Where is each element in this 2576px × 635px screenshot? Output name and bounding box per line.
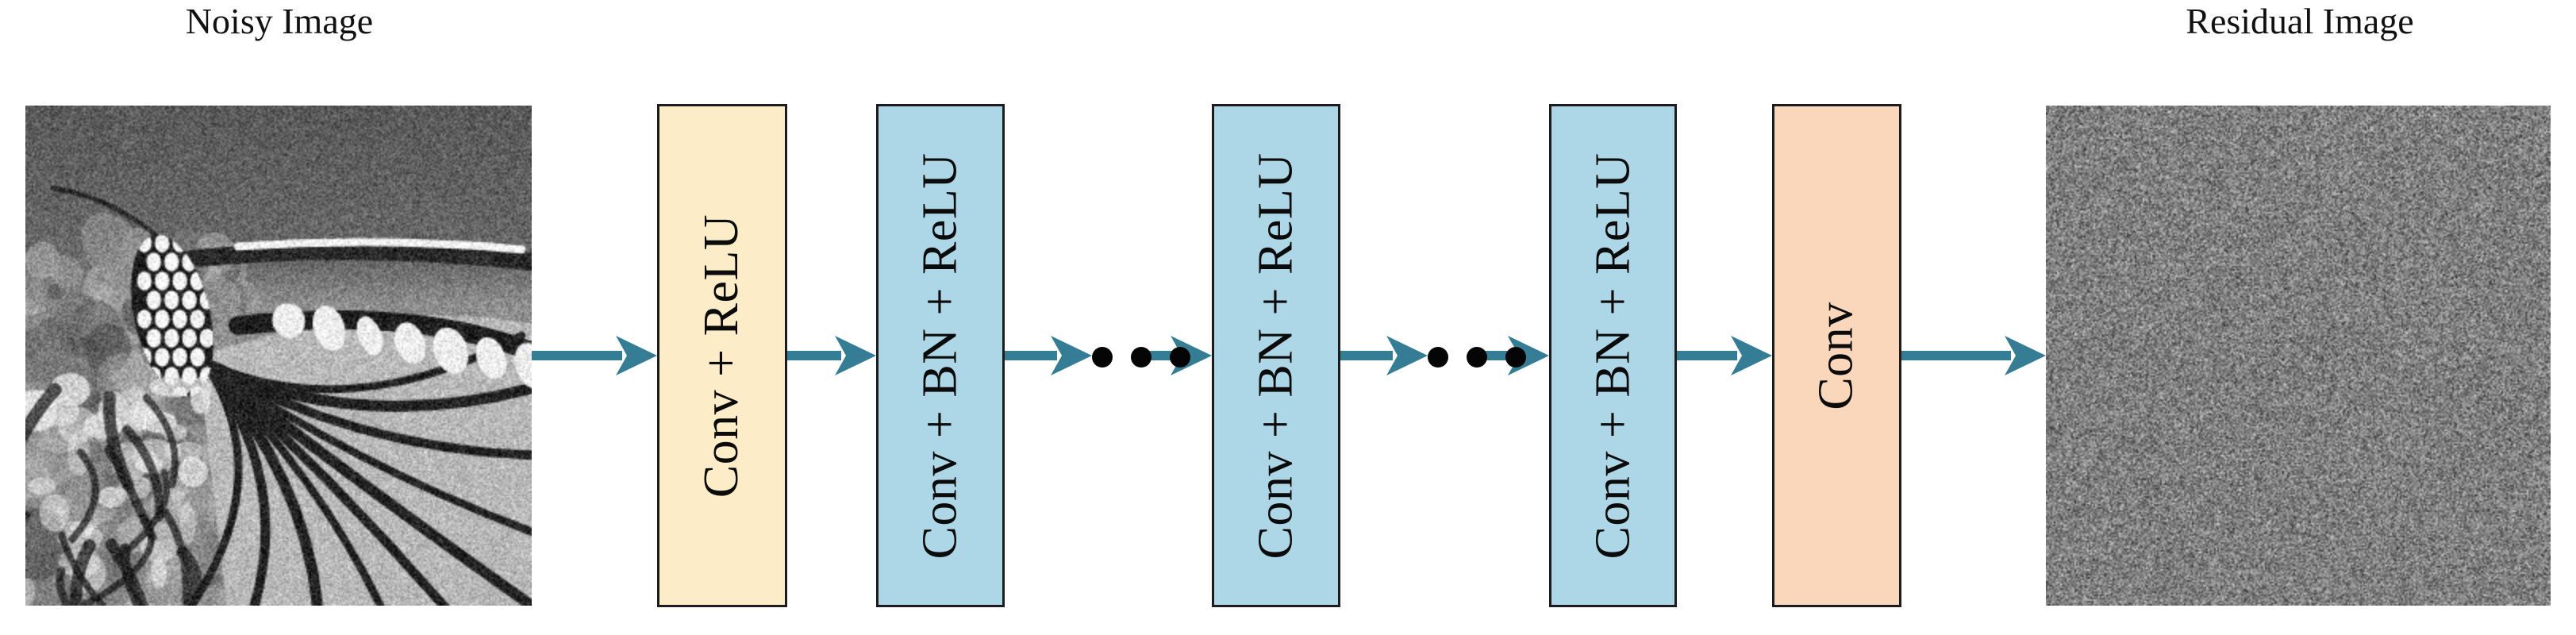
residual-image-canvas xyxy=(2046,106,2551,606)
layer-block-conv-bn-relu-3: Conv + BN + ReLU xyxy=(1549,104,1677,607)
layer-block-conv-bn-relu-2: Conv + BN + ReLU xyxy=(1212,104,1340,607)
arrow-block-3-to-block-4 xyxy=(1677,328,1772,383)
layer-block-label: Conv + BN + ReLU xyxy=(913,152,967,559)
arrow-block-2-to-dots-1 xyxy=(1340,328,1428,383)
layer-block-label: Conv + BN + ReLU xyxy=(1586,152,1640,559)
arrow-block-4-to-output xyxy=(1901,328,2046,383)
residual-image-caption: Residual Image xyxy=(2186,1,2414,41)
layer-block-label: Conv xyxy=(1809,301,1863,410)
noisy-image xyxy=(25,106,532,606)
ellipsis-dot xyxy=(1467,347,1487,368)
ellipsis-dot xyxy=(1428,347,1448,368)
ellipsis-between-block-1-and-block-2 xyxy=(1092,343,1190,371)
layer-block-label: Conv + BN + ReLU xyxy=(1248,152,1303,559)
layer-block-conv-relu: Conv + ReLU xyxy=(657,104,787,607)
residual-image xyxy=(2046,106,2551,606)
layer-block-conv: Conv xyxy=(1772,104,1901,607)
arrow-block-0-to-block-1 xyxy=(787,328,876,383)
ellipsis-dot xyxy=(1131,347,1152,368)
ellipsis-dot xyxy=(1170,347,1190,368)
ellipsis-between-block-2-and-block-3 xyxy=(1428,343,1526,371)
layer-block-conv-bn-relu-1: Conv + BN + ReLU xyxy=(876,104,1005,607)
noisy-image-canvas xyxy=(25,106,532,606)
arrow-input-to-block-0 xyxy=(532,328,657,383)
arrow-block-1-to-dots-0 xyxy=(1005,328,1092,383)
layer-block-label: Conv + ReLU xyxy=(694,214,749,498)
ellipsis-dot xyxy=(1092,347,1113,368)
ellipsis-dot xyxy=(1505,347,1526,368)
noisy-image-caption: Noisy Image xyxy=(185,1,374,41)
